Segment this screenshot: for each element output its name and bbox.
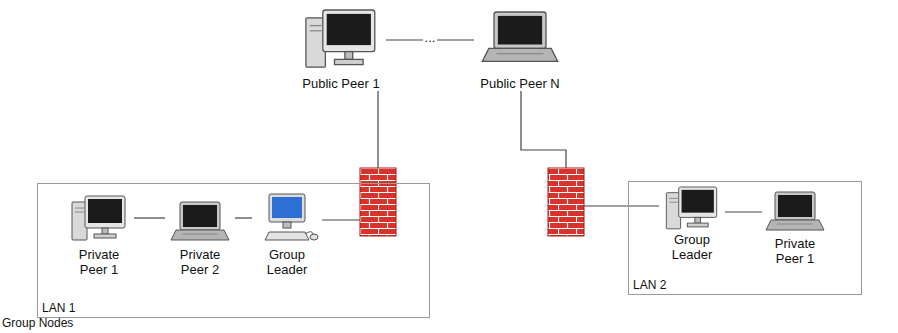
network-link: [725, 211, 762, 212]
node-label: Private Peer 1: [64, 247, 134, 277]
lan-group-box: Group Leader Private Peer 1 LAN 2: [628, 181, 862, 295]
peer-node: Public Peer 1: [296, 8, 386, 91]
peer-node: Private Peer 1: [762, 190, 828, 266]
leader-terminal-icon: [265, 194, 318, 240]
peer-node: Private Peer 2: [165, 193, 235, 277]
peer-node: Private Peer 1: [64, 193, 134, 277]
firewall-icon: [360, 168, 396, 236]
network-link: [235, 217, 252, 218]
node-label: Public Peer 1: [296, 76, 386, 91]
laptop-icon: [482, 12, 557, 61]
group-label: LAN 2: [629, 278, 861, 294]
node-label: Private Peer 1: [762, 236, 828, 266]
lan-group-box: Private Peer 1 Private Peer 2 Group Leader…: [37, 183, 430, 318]
peer-node: Group Leader: [252, 193, 322, 277]
link-label: ...: [423, 31, 438, 44]
desktop-icon: [306, 10, 375, 67]
node-label: Public Peer N: [474, 76, 566, 91]
laptop-icon: [171, 202, 229, 240]
peer-node: Group Leader: [659, 186, 725, 262]
network-link: [521, 91, 659, 206]
group-label: LAN 1: [38, 301, 429, 317]
node-label: Group Leader: [252, 247, 322, 277]
desktop-icon: [72, 196, 125, 240]
desktop-icon: [666, 187, 716, 229]
node-label: Private Peer 2: [165, 247, 235, 277]
firewall-icon: [548, 168, 584, 236]
caption-note: Group Nodes: [2, 316, 73, 330]
laptop-icon: [766, 192, 824, 230]
network-link: [134, 217, 165, 218]
node-label: Group Leader: [659, 232, 725, 262]
peer-node: Public Peer N: [474, 8, 566, 91]
